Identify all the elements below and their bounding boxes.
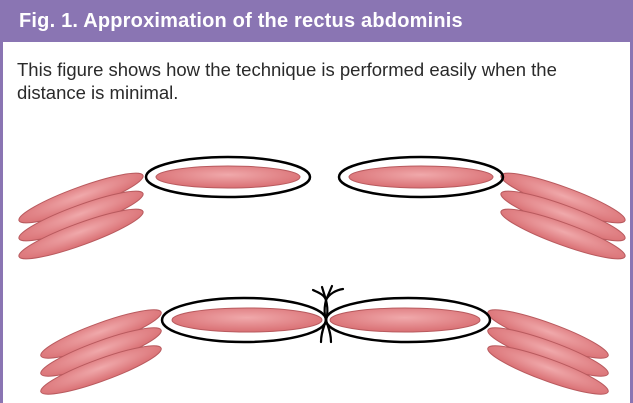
left-rectus-sheath — [146, 157, 310, 197]
right-oblique-muscles — [497, 165, 629, 267]
rectus-muscle — [156, 166, 300, 188]
figure-illustration — [3, 0, 633, 403]
right-rectus-sheath — [326, 298, 490, 342]
right-oblique-muscles — [484, 302, 612, 402]
left-oblique-muscles — [15, 165, 147, 267]
left-rectus-sheath — [162, 298, 326, 342]
rectus-muscle — [330, 308, 480, 332]
diagram-approximated — [37, 286, 612, 402]
left-oblique-muscles — [37, 302, 165, 402]
rectus-muscle — [172, 308, 322, 332]
diagram-separated — [15, 157, 629, 267]
rectus-muscle — [349, 166, 493, 188]
right-rectus-sheath — [339, 157, 503, 197]
